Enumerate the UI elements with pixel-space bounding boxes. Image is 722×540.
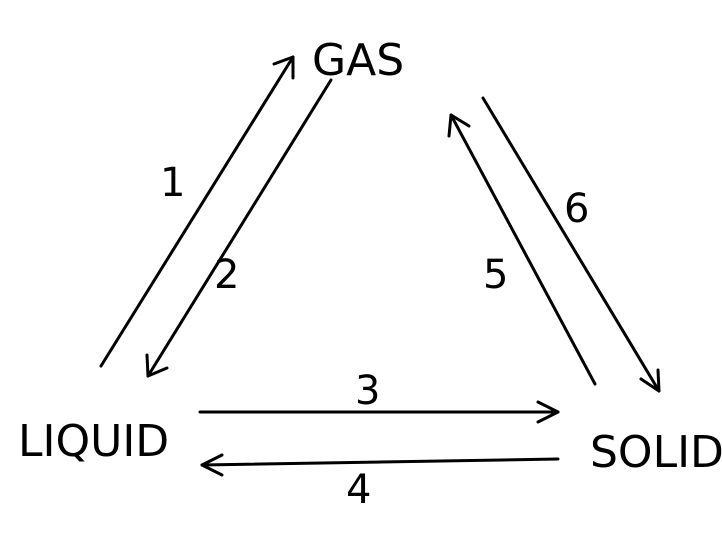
transition-5-number: 5 (483, 252, 508, 298)
transition-3-number: 3 (355, 368, 380, 414)
transition-1-number: 1 (160, 160, 185, 206)
arrow-5-solid-to-gas (447, 113, 597, 386)
arrow-1-liquid-to-gas (99, 55, 295, 368)
arrow-6-gas-to-solid (481, 96, 661, 393)
arrow-2-gas-to-liquid (145, 78, 333, 378)
arrow-3-liquid-to-solid (198, 400, 560, 424)
solid-label: SOLID (590, 427, 722, 478)
liquid-label: LIQUID (18, 416, 169, 467)
transition-4-number: 4 (346, 467, 371, 513)
transition-2-number: 2 (214, 252, 239, 298)
arrow-4-solid-to-liquid (200, 453, 560, 477)
transition-6-number: 6 (564, 186, 589, 232)
gas-label: GAS (312, 35, 404, 86)
